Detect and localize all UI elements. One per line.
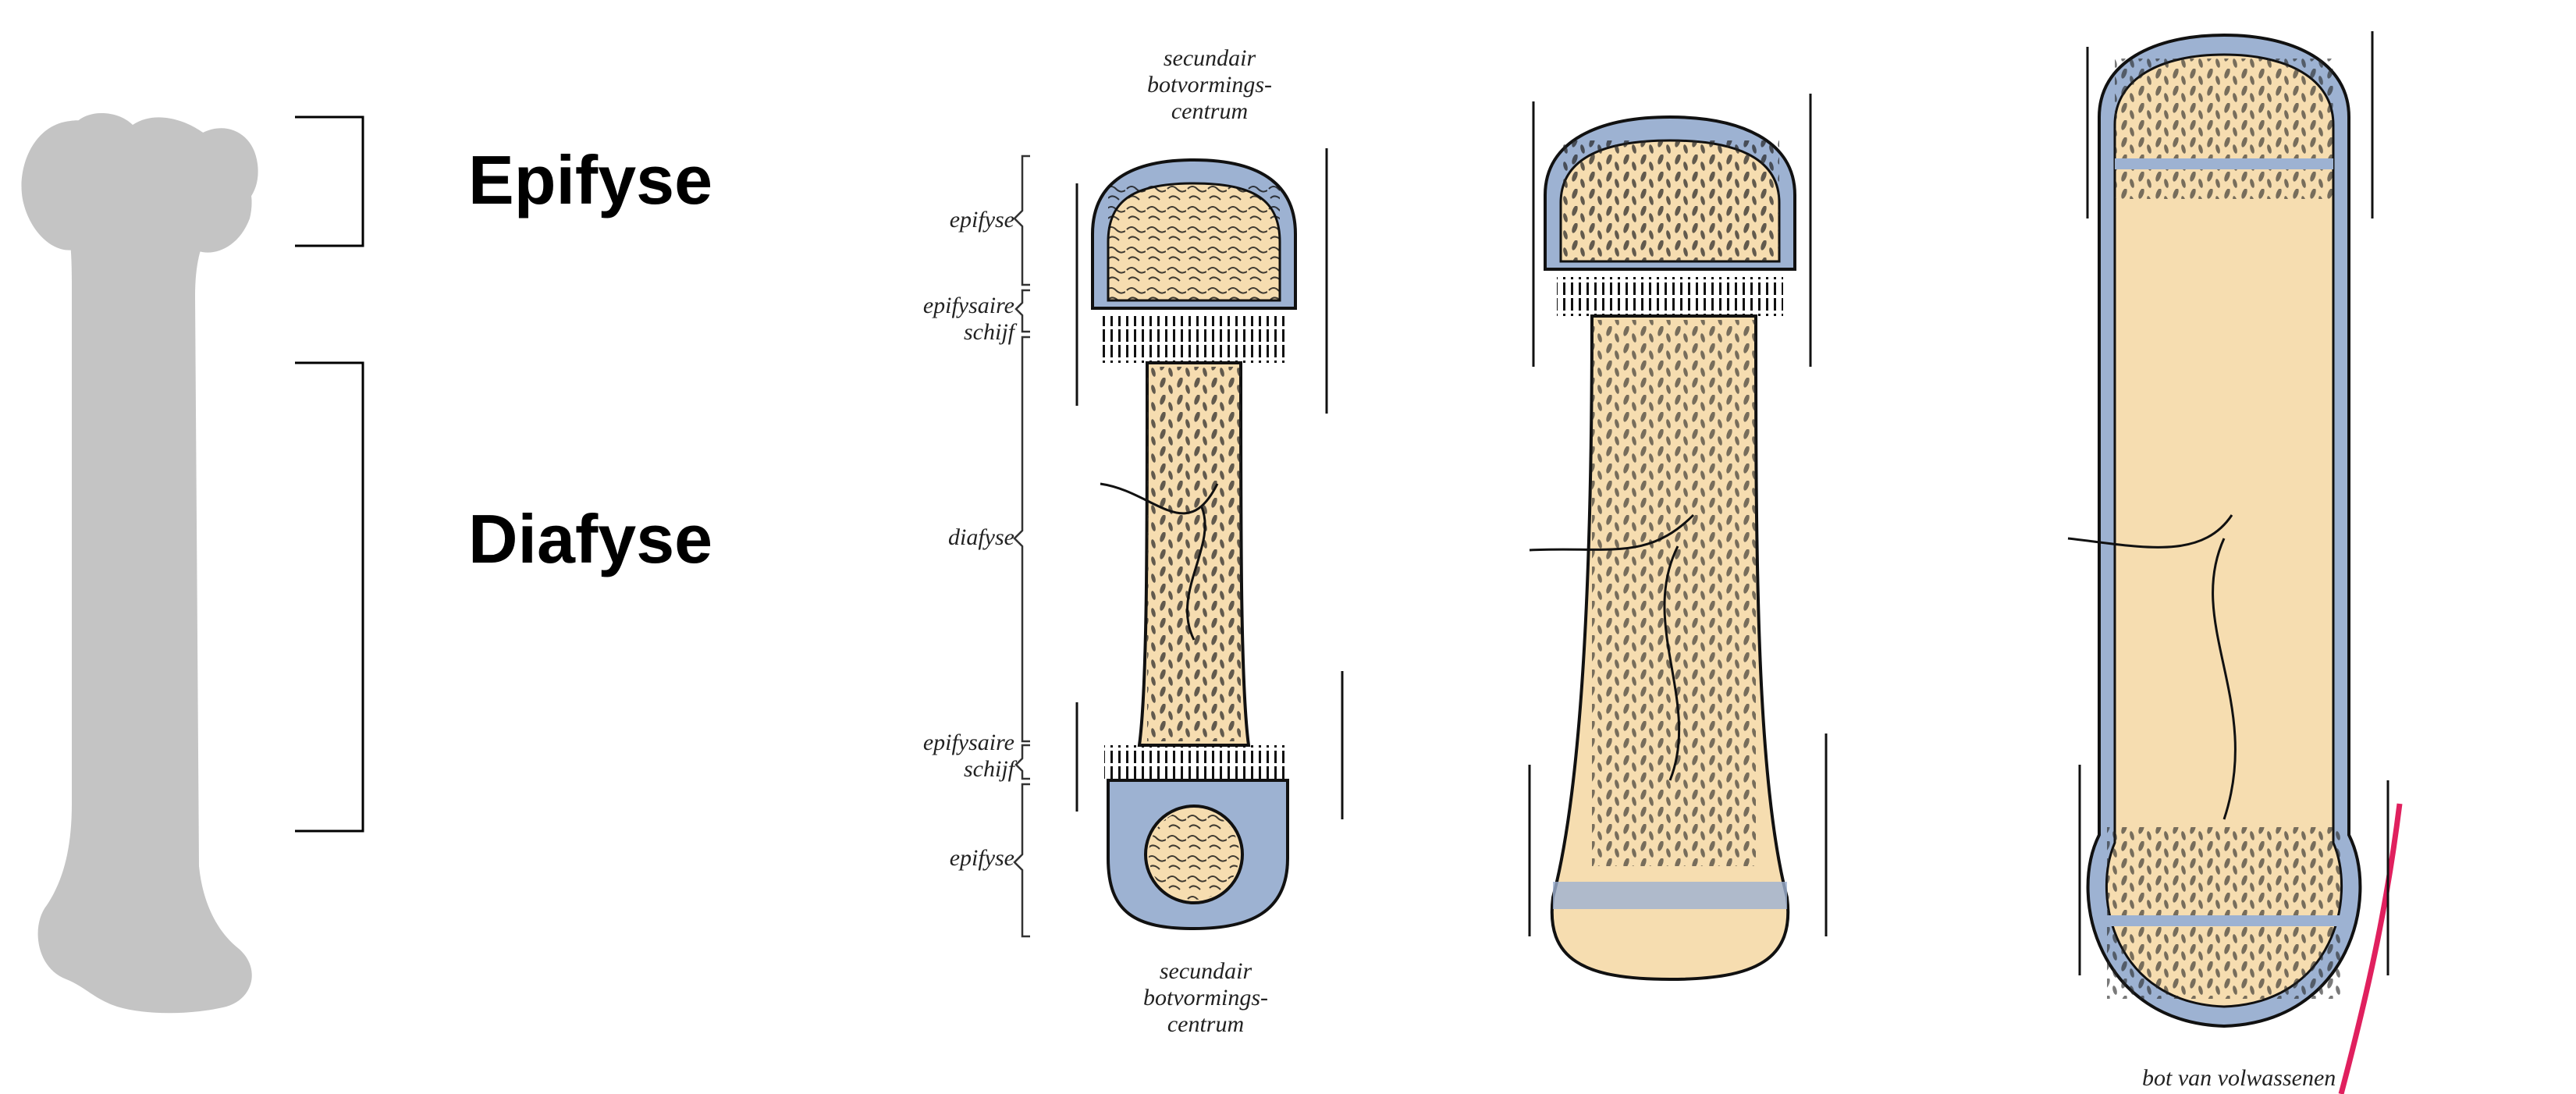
- stage-adult-bone: [2068, 31, 2400, 1094]
- diaphysis-bracket: [295, 363, 363, 831]
- top-note-line-2: botvormings-: [1116, 72, 1303, 98]
- label-epifyse-bottom: epifyse: [858, 845, 1014, 872]
- growing-bottom-band: [1553, 882, 1787, 909]
- label-plate-top: epifysaire schijf: [819, 293, 1014, 346]
- adult-caption: bot van volwassenen: [2142, 1065, 2336, 1092]
- top-note-line-3: centrum: [1116, 98, 1303, 125]
- young-bottom-plate: [1104, 745, 1288, 780]
- label-plate-top-line-1: epifysaire: [819, 293, 1014, 319]
- epiphysis-label: Epifyse: [468, 140, 712, 220]
- top-note-line-1: secundair: [1116, 45, 1303, 72]
- region-braces: [1014, 156, 1030, 936]
- label-plate-bottom-line-2: schijf: [819, 756, 1014, 783]
- bottom-note-line-1: secundair: [1112, 958, 1299, 985]
- epiphysis-bracket: [295, 117, 363, 246]
- bottom-note-line-3: centrum: [1112, 1011, 1299, 1038]
- label-plate-top-line-2: schijf: [819, 319, 1014, 346]
- bottom-note: secundair botvormings- centrum: [1112, 958, 1299, 1038]
- bone-silhouette: [0, 0, 390, 1094]
- stage-growing-bone: [1530, 94, 1826, 979]
- label-diafyse: diafyse: [858, 524, 1014, 551]
- growing-top-plate: [1557, 277, 1783, 316]
- label-epifyse-top: epifyse: [858, 207, 1014, 233]
- bone-stages-drawing: [780, 0, 2576, 1094]
- label-plate-bottom: epifysaire schijf: [819, 730, 1014, 783]
- stage-young-bone: [1077, 148, 1342, 929]
- label-plate-bottom-line-1: epifysaire: [819, 730, 1014, 756]
- diaphysis-label: Diafyse: [468, 499, 712, 579]
- bottom-note-line-2: botvormings-: [1112, 985, 1299, 1011]
- top-note: secundair botvormings- centrum: [1116, 45, 1303, 125]
- young-top-plate: [1100, 316, 1288, 363]
